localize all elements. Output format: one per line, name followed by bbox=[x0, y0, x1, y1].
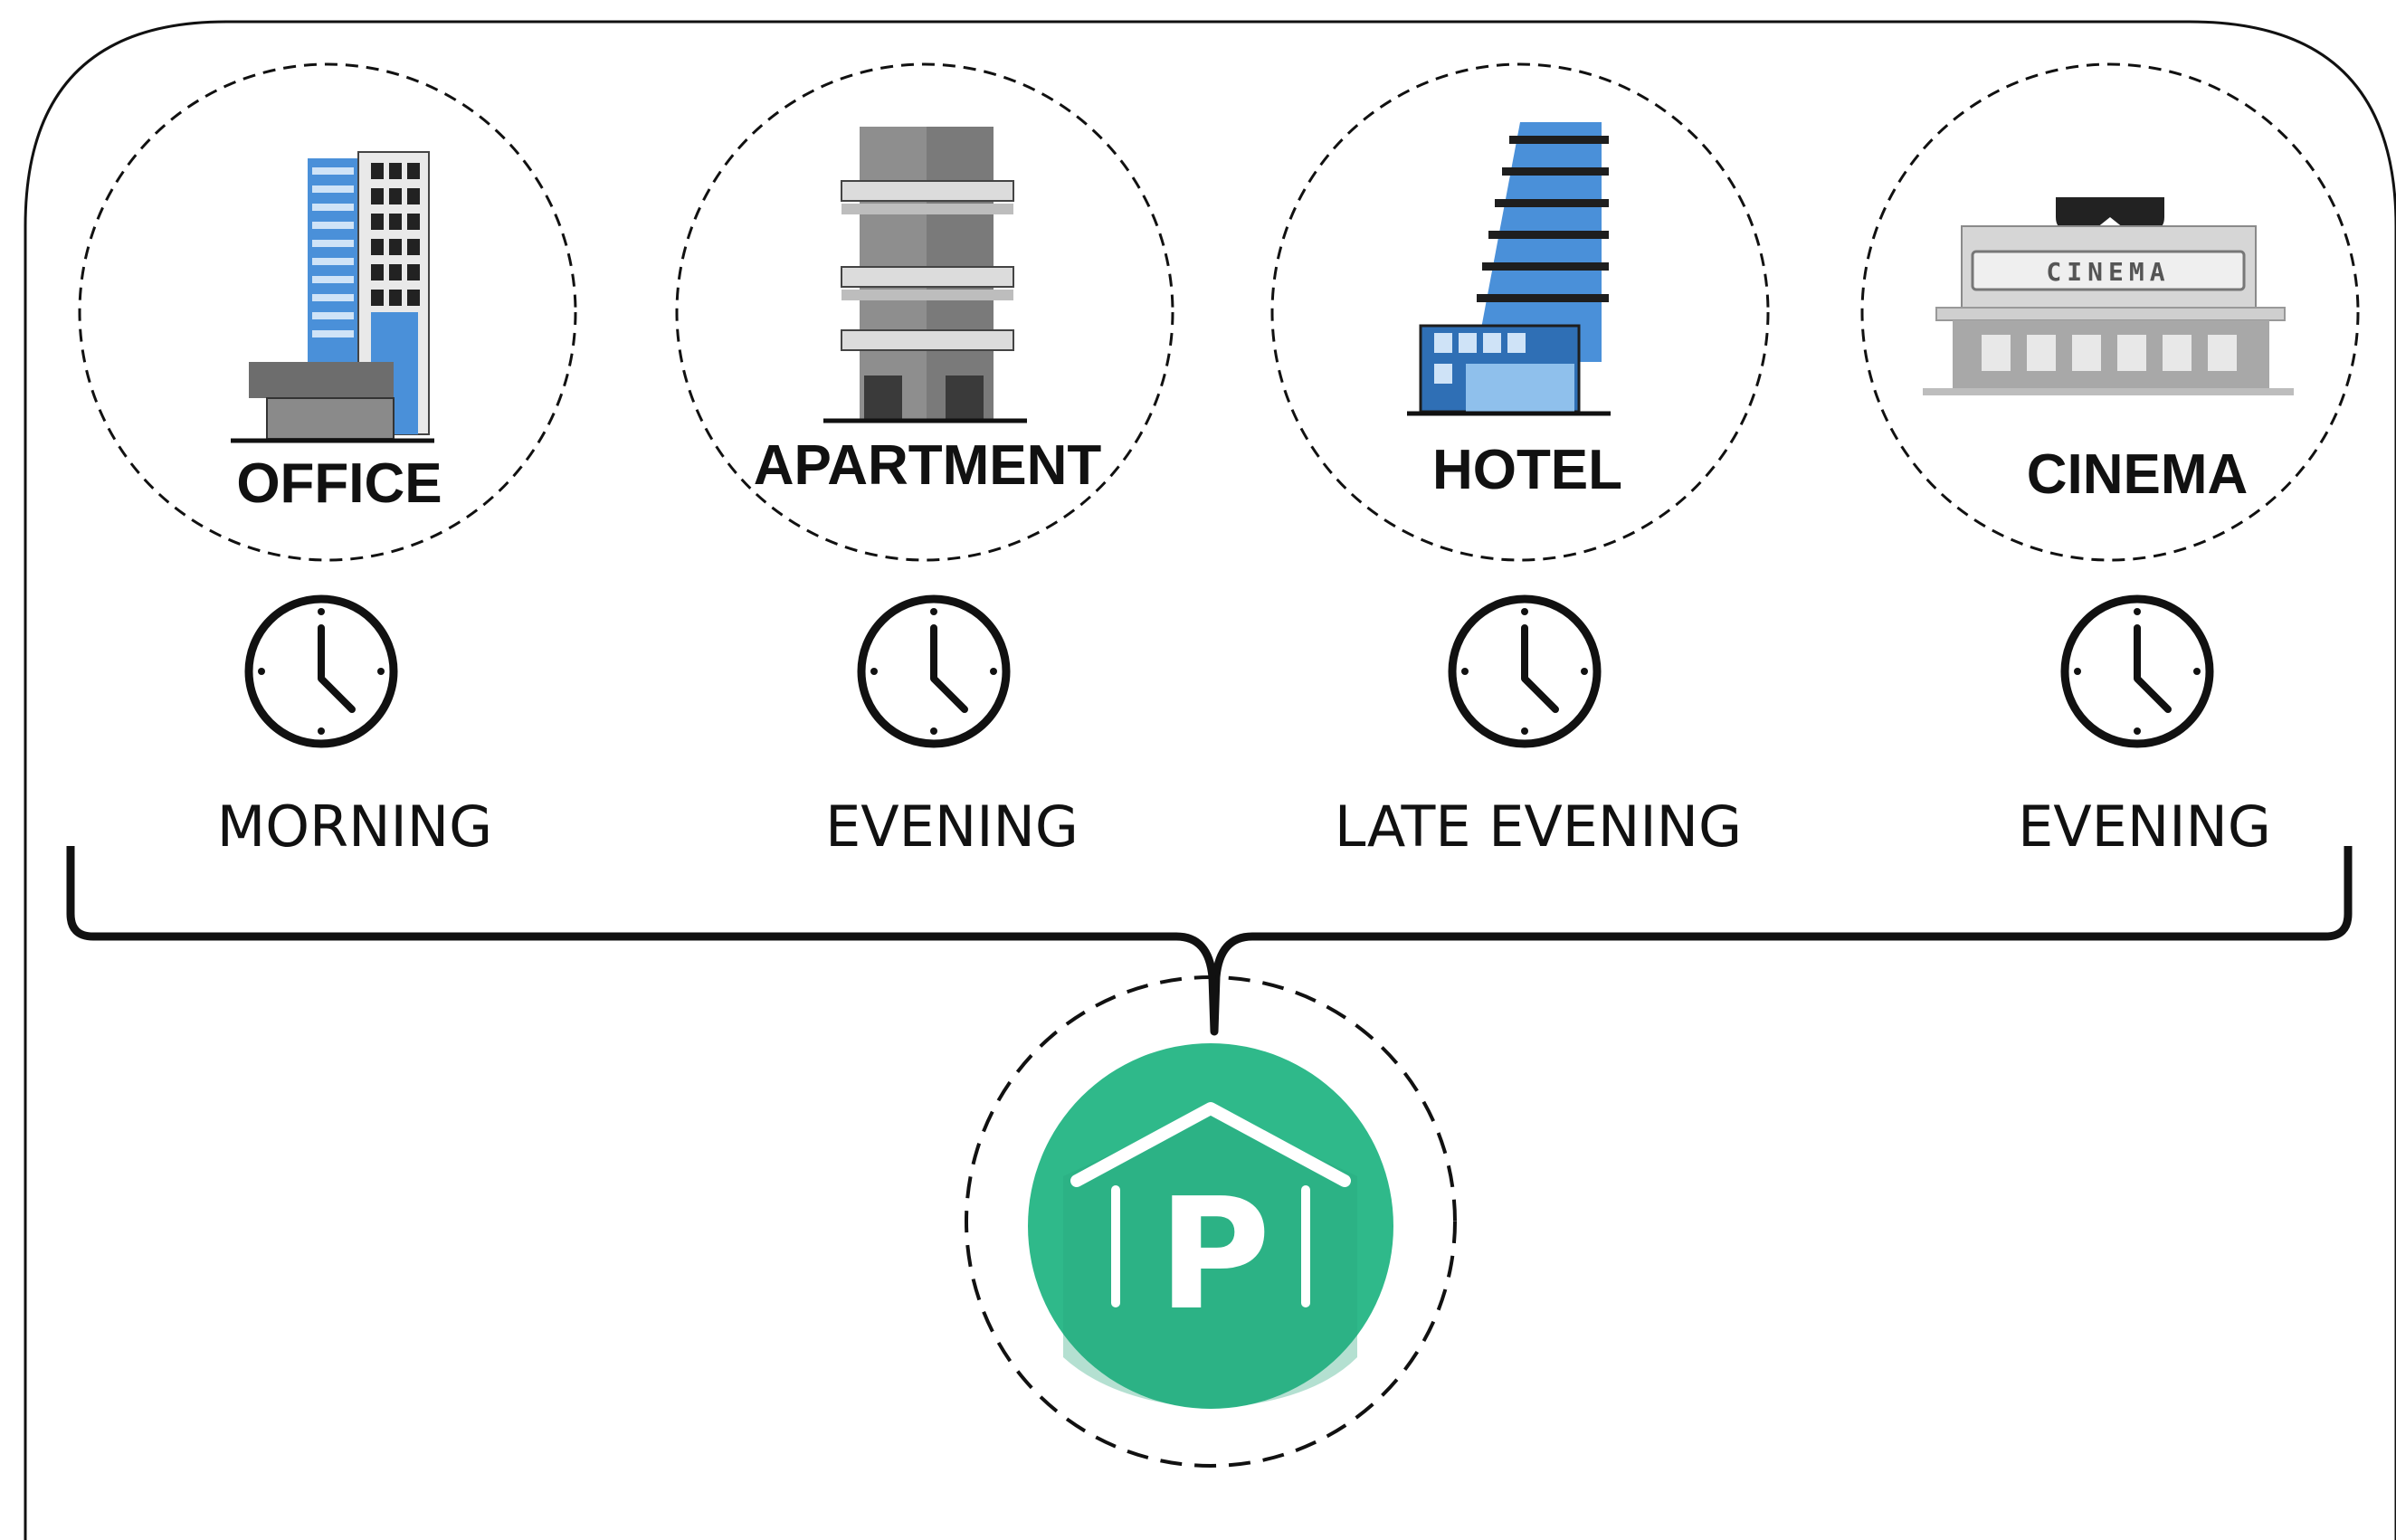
building-circle bbox=[78, 62, 577, 562]
apartment-building-icon bbox=[823, 127, 1027, 423]
clock-icon bbox=[244, 594, 398, 748]
cinema-building-icon: CINEMA bbox=[1923, 197, 2294, 395]
parking-letter: P bbox=[1158, 1165, 1271, 1345]
office-building-icon bbox=[231, 151, 434, 443]
building-label: OFFICE bbox=[236, 452, 442, 515]
hotel-building-icon bbox=[1407, 122, 1611, 416]
building-office: OFFICE bbox=[78, 62, 577, 562]
building-circle bbox=[675, 62, 1174, 562]
building-cinema: CINEMA CINEMA bbox=[1860, 62, 2360, 562]
building-apartment: APARTMENT bbox=[675, 62, 1174, 562]
building-label: APARTMENT bbox=[754, 434, 1102, 497]
building-circle bbox=[1270, 62, 1770, 562]
time-label: EVENING bbox=[2018, 794, 2271, 860]
parking-dashed-ring bbox=[965, 975, 1457, 1468]
clock-icon bbox=[2060, 594, 2214, 748]
building-label: HOTEL bbox=[1432, 439, 1622, 501]
cinema-sign: CINEMA bbox=[2046, 257, 2170, 287]
parking-garage-icon: P bbox=[1028, 1043, 1393, 1409]
building-label: CINEMA bbox=[2027, 443, 2249, 506]
building-circle bbox=[1860, 62, 2360, 562]
clock-icon bbox=[857, 594, 1011, 748]
time-label: LATE EVENING bbox=[1335, 794, 1742, 860]
building-hotel: HOTEL bbox=[1270, 62, 1770, 562]
time-label: EVENING bbox=[825, 794, 1079, 860]
clock-icon bbox=[1448, 594, 1602, 748]
grouping-brace bbox=[66, 846, 2353, 1036]
parking-hub: P bbox=[965, 975, 1457, 1468]
time-label: MORNING bbox=[217, 794, 492, 860]
outer-frame bbox=[24, 20, 2396, 1540]
